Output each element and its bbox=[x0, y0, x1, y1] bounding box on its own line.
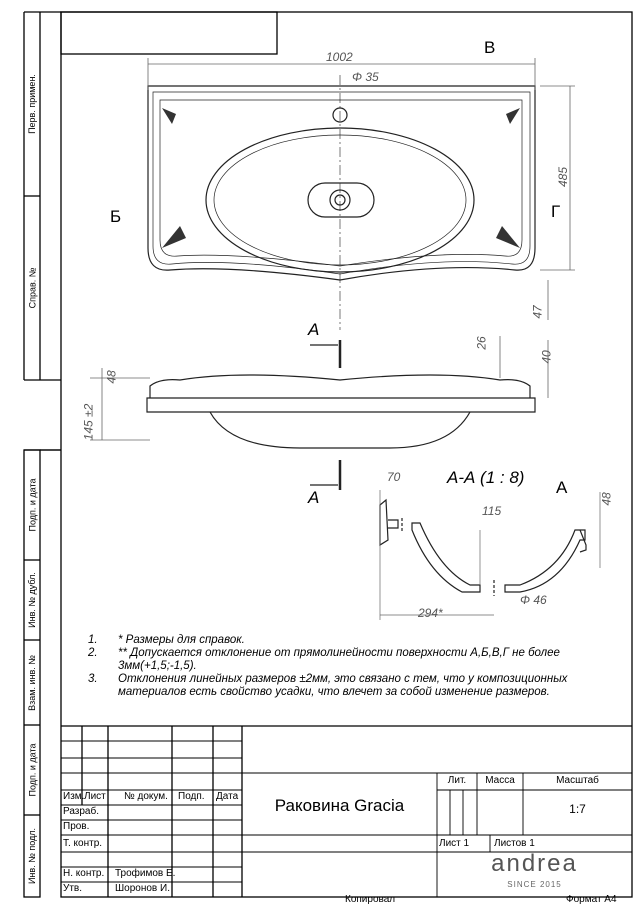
lit-label: Лит. bbox=[447, 775, 467, 786]
side-label: Инв. № подл. bbox=[27, 827, 37, 885]
dim-hole: Φ 35 bbox=[352, 70, 379, 84]
section-title: А-А (1 : 8) bbox=[447, 468, 525, 487]
notes: 1.* Размеры для справок. 2.** Допускаетс… bbox=[88, 634, 618, 699]
name-ncontrol: Трофимов Е. bbox=[115, 868, 176, 879]
hdr-izm: Изм. bbox=[63, 791, 85, 802]
scale-label: Масштаб bbox=[556, 775, 599, 786]
dim-edge: 40 bbox=[539, 350, 554, 364]
section-marker-bottom: А bbox=[308, 488, 320, 507]
dim-width: 1002 bbox=[326, 50, 353, 64]
format-label: Формат А4 bbox=[566, 894, 617, 905]
sheet-number: Лист 1 bbox=[439, 838, 470, 849]
role-check: Пров. bbox=[63, 821, 90, 832]
note-item: 2.** Допускается отклонение от прямолине… bbox=[88, 647, 560, 672]
role-dev: Разраб. bbox=[63, 806, 100, 817]
main-frame bbox=[60, 11, 633, 898]
dim-sec-48: 48 bbox=[599, 492, 614, 506]
hdr-list: Лист bbox=[84, 791, 106, 802]
section-marker-top: А bbox=[308, 320, 320, 339]
scale-value: 1:7 bbox=[569, 802, 586, 816]
side-label: Взам. инв. № bbox=[27, 654, 38, 711]
side-label: Подп. и дата bbox=[27, 478, 38, 532]
side-label: Справ. № bbox=[27, 267, 38, 309]
role-tcontrol: Т. контр. bbox=[63, 838, 103, 849]
dim-sec-294: 294* bbox=[418, 606, 443, 620]
side-label: Инв. № дубл. bbox=[27, 572, 38, 628]
dimension-lines bbox=[90, 58, 575, 441]
dim-offset: 47 bbox=[530, 305, 545, 319]
dim-depth: 485 bbox=[556, 166, 571, 188]
marker-g: Г bbox=[551, 202, 561, 221]
logo-tagline: SINCE 2015 bbox=[507, 880, 562, 889]
side-label: Подп. и дата bbox=[27, 743, 38, 797]
sheet-count: Листов 1 bbox=[494, 838, 535, 849]
dim-sec-70: 70 bbox=[387, 470, 401, 484]
sink-plan-view bbox=[147, 75, 536, 330]
dim-total-height: 145 ±2 bbox=[81, 403, 96, 441]
hdr-doc: № докум. bbox=[124, 791, 168, 802]
dim-sec-drain: Φ 46 bbox=[520, 593, 547, 607]
role-ncontrol: Н. контр. bbox=[63, 868, 105, 879]
dim-sec-115: 115 bbox=[482, 504, 502, 518]
drawing-title: Раковина Gracia bbox=[274, 796, 405, 815]
top-stamp-box bbox=[60, 11, 278, 55]
role-approve: Утв. bbox=[63, 883, 83, 894]
name-approve: Шоронов И. bbox=[115, 883, 170, 894]
hdr-date: Дата bbox=[216, 791, 239, 802]
mass-label: Масса bbox=[485, 775, 515, 786]
marker-b: Б bbox=[110, 207, 122, 226]
sink-front-view bbox=[146, 340, 536, 490]
dim-left-height: 48 bbox=[104, 370, 119, 384]
section-view bbox=[379, 490, 601, 620]
dim-rim: 26 bbox=[474, 336, 489, 350]
side-label: Перв. примен. bbox=[27, 74, 37, 134]
andrea-logo: andrea bbox=[491, 850, 578, 877]
note-item: 1.* Размеры для справок. bbox=[88, 634, 245, 646]
surface-marker-a: А bbox=[556, 478, 568, 497]
copied-label: Копировал bbox=[345, 894, 396, 905]
hdr-sign: Подп. bbox=[178, 791, 205, 802]
marker-v: В bbox=[484, 38, 496, 57]
note-item: 3.Отклонения линейных размеров ±2мм, это… bbox=[88, 673, 568, 698]
